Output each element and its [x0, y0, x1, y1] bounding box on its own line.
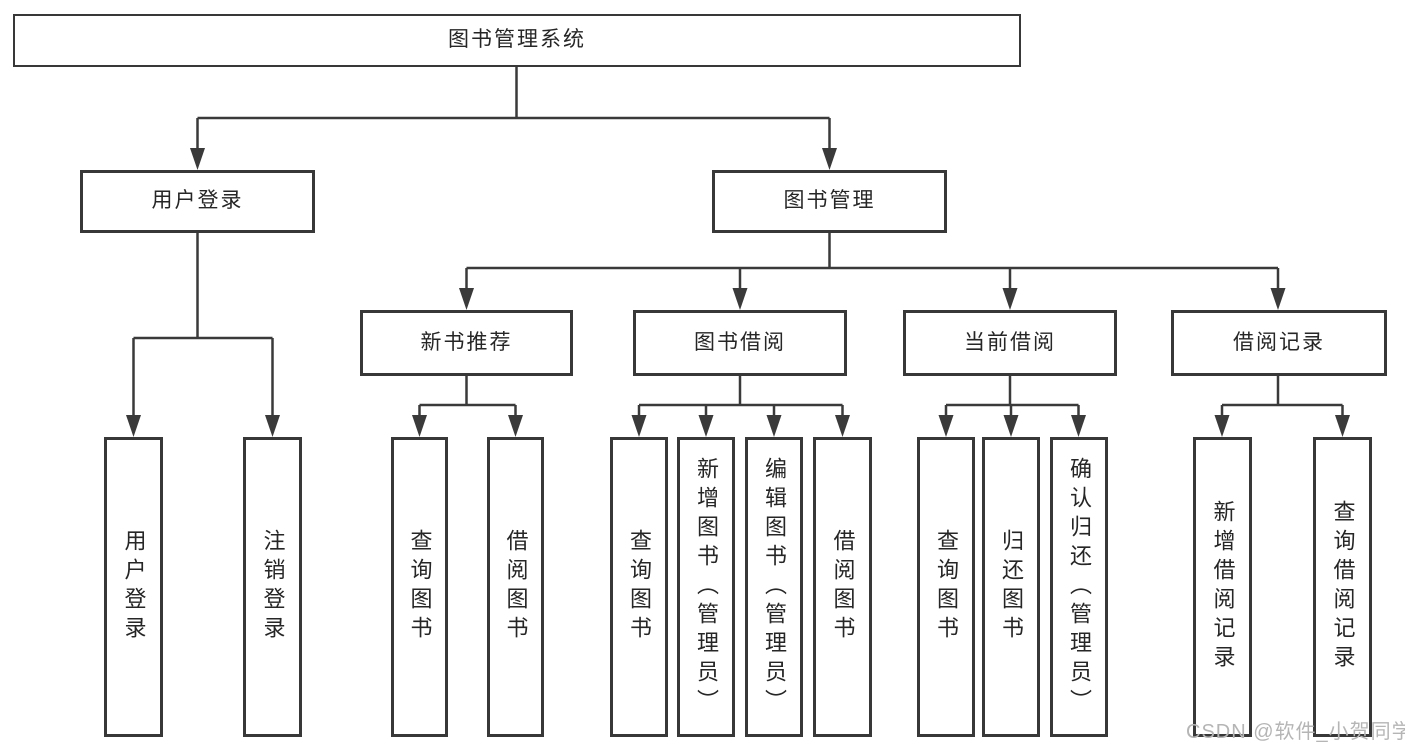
node-root: 图书管理系统 — [13, 14, 1021, 67]
node-current-borrow: 当前借阅 — [903, 310, 1117, 376]
node-borrow-edit-books-admin: 编辑图书（管理员） — [745, 437, 803, 737]
node-recommend-query-books: 查询图书 — [391, 437, 448, 737]
arrowhead-icons — [126, 148, 1350, 437]
node-book-borrow: 图书借阅 — [633, 310, 847, 376]
node-borrow-add-books-admin: 新增图书（管理员） — [677, 437, 735, 737]
node-book-management: 图书管理 — [712, 170, 947, 233]
node-leaf-logout: 注销登录 — [243, 437, 302, 737]
node-records-add-record: 新增借阅记录 — [1193, 437, 1252, 737]
node-current-query-books: 查询图书 — [917, 437, 975, 737]
node-user-login: 用户登录 — [80, 170, 315, 233]
node-records-query-record: 查询借阅记录 — [1313, 437, 1372, 737]
node-borrow-query-books: 查询图书 — [610, 437, 668, 737]
node-borrow-records: 借阅记录 — [1171, 310, 1387, 376]
node-current-return-books: 归还图书 — [982, 437, 1040, 737]
node-recommend-borrow-books: 借阅图书 — [487, 437, 544, 737]
node-borrow-borrow-books: 借阅图书 — [813, 437, 872, 737]
csdn-watermark: CSDN @软件_小贺同学 — [1186, 721, 1405, 743]
node-new-book-recommend: 新书推荐 — [360, 310, 573, 376]
node-current-confirm-return-admin: 确认归还（管理员） — [1050, 437, 1108, 737]
node-leaf-user-login: 用户登录 — [104, 437, 163, 737]
